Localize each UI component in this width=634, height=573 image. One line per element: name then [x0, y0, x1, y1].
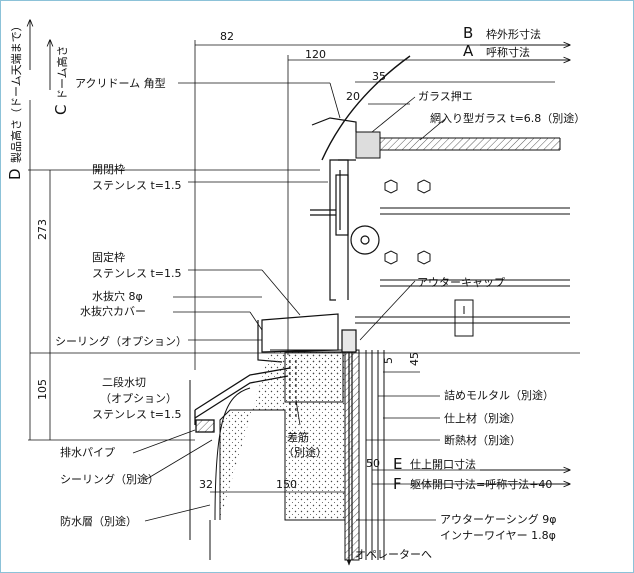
label-fixed-frame-2: ステンレス t=1.5 — [92, 267, 182, 280]
interior-lines — [355, 207, 570, 337]
label-wired-glass: 網入り型ガラス t=6.8（別途） — [430, 111, 585, 125]
dimension-texts: 82 120 35 20 273 105 5 45 50 32 150 — [36, 30, 421, 491]
outer-cap — [341, 329, 357, 560]
legend-b-letter: B — [463, 24, 473, 42]
legend-b-text: 枠外形寸法 — [486, 27, 541, 41]
legend-f-text: 躯体開口寸法=呼称寸法+40 — [410, 477, 552, 491]
legend-e-letter: E — [393, 455, 402, 473]
dim-150: 150 — [276, 478, 297, 491]
label-two-step-3: ステンレス t=1.5 — [92, 408, 182, 421]
label-sealing-option: シーリング（オプション） — [55, 334, 187, 348]
label-rebar-1: 差筋 — [287, 430, 309, 444]
dimension-legend: B 枠外形寸法 A 呼称寸法 E 仕上開口寸法 F 躯体開口寸法=呼称寸法+40… — [6, 20, 552, 493]
legend-a-letter: A — [463, 42, 474, 60]
label-open-frame-2: ステンレス t=1.5 — [92, 179, 182, 192]
dim-120: 120 — [305, 48, 326, 61]
label-insulation: 断熱材（別途） — [444, 433, 521, 447]
label-two-step-1: 二段水切 — [102, 375, 146, 389]
dim-82: 82 — [220, 30, 234, 43]
label-drain-pipe: 排水パイプ — [60, 445, 115, 459]
label-acryl-dome: アクリドーム 角型 — [75, 76, 166, 90]
legend-e-text: 仕上開口寸法 — [410, 457, 476, 471]
dim-273: 273 — [36, 219, 49, 240]
dim-50: 50 — [366, 457, 380, 470]
two-step-flashing — [194, 367, 291, 433]
part-labels: アクリドーム 角型 ガラス押エ 網入り型ガラス t=6.8（別途） 開閉枠 ステ… — [55, 76, 585, 561]
label-waterproof: 防水層（別途） — [60, 514, 137, 528]
label-mortar: 詰めモルタル（別途） — [444, 388, 554, 402]
label-outer-cap: アウターキャップ — [417, 276, 505, 289]
legend-a-text: 呼称寸法 — [486, 45, 530, 59]
rebar — [289, 360, 297, 420]
opening-frame — [310, 159, 380, 301]
label-glass-stop: ガラス押エ — [418, 89, 473, 103]
dim-105: 105 — [36, 379, 49, 400]
label-two-step-2: （オプション） — [100, 392, 177, 405]
wall-insulation — [344, 349, 385, 561]
dim-45: 45 — [408, 352, 421, 366]
legend-d-text: 製品高さ（ドーム天端まで） — [9, 20, 23, 163]
dimension-arrows — [30, 20, 570, 566]
waterproof-layer — [189, 380, 251, 560]
label-to-operator: オペレーターへ — [355, 548, 432, 561]
dim-5: 5 — [382, 357, 395, 364]
label-outer-casing: アウターケーシング 9φ — [440, 512, 557, 526]
dimension-lines — [28, 40, 580, 493]
dim-20: 20 — [346, 90, 360, 103]
dome-glass-layer — [311, 55, 561, 161]
label-drain-cover: 水抜穴カバー — [80, 304, 146, 318]
legend-d-letter: D — [6, 168, 24, 180]
label-finish-mat: 仕上材（別途） — [444, 411, 521, 425]
nuts — [384, 179, 431, 265]
label-drain-hole: 水抜穴 8φ — [92, 289, 143, 303]
label-sealing-sep: シーリング（別途） — [60, 472, 159, 486]
leader-lines — [132, 82, 446, 522]
dim-35: 35 — [372, 70, 386, 83]
label-fixed-frame-1: 固定枠 — [92, 250, 125, 264]
curb-concrete — [219, 349, 346, 521]
label-rebar-2: （別途） — [283, 445, 327, 459]
legend-f-letter: F — [393, 475, 402, 493]
dim-32: 32 — [199, 478, 213, 491]
legend-c-letter: C — [52, 105, 70, 115]
label-open-frame-1: 開閉枠 — [92, 162, 125, 176]
label-inner-wire: インナーワイヤー 1.8φ — [440, 529, 556, 542]
legend-c-text: ドーム高さ — [55, 45, 69, 100]
